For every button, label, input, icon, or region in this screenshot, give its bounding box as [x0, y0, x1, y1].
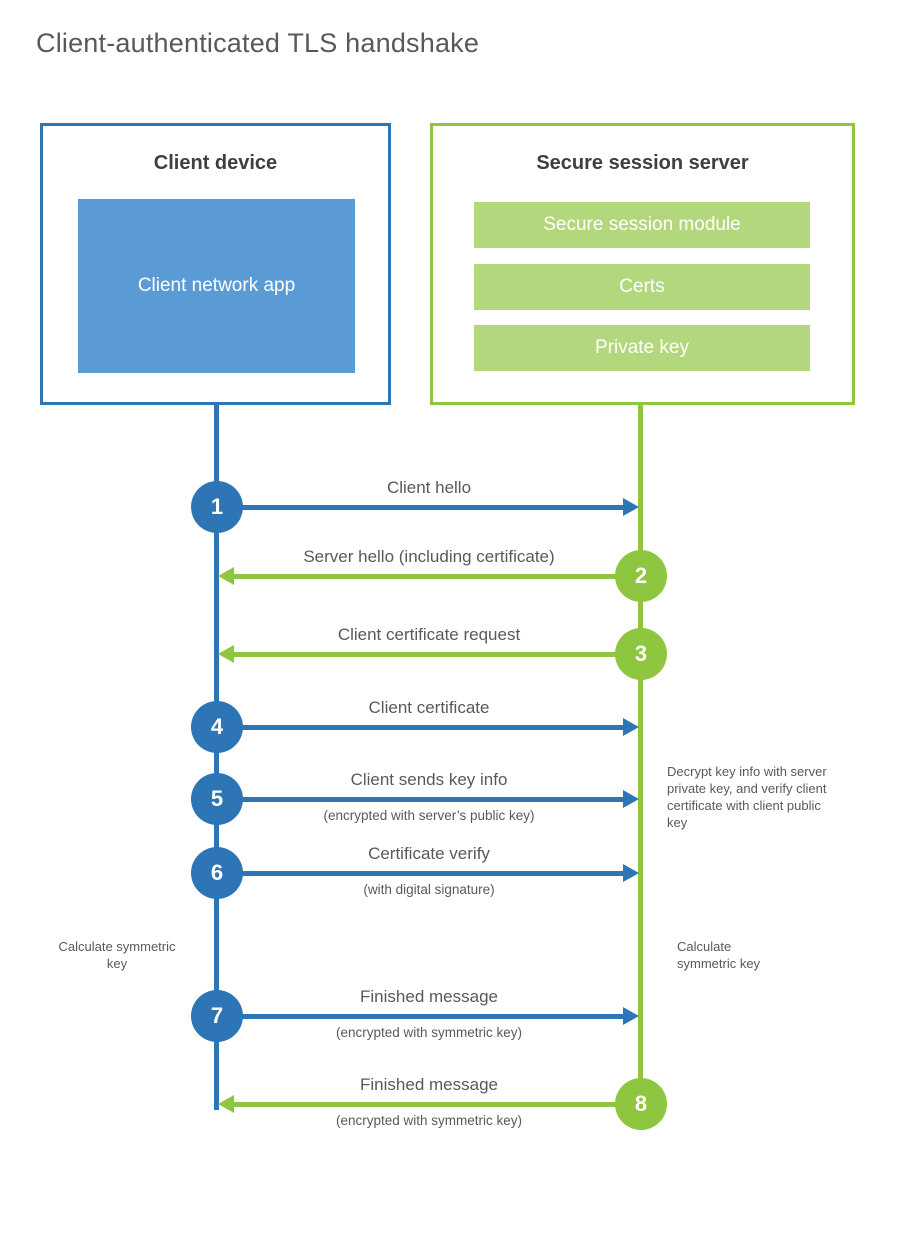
message-line: [217, 725, 627, 730]
client-calculate-key-note: Calculate symmetric key: [58, 939, 176, 971]
server-module-label: Private key: [595, 337, 689, 358]
message-sublabel: (with digital signature): [363, 882, 495, 897]
arrowhead-left-icon: [218, 1095, 234, 1113]
arrowhead-right-icon: [623, 790, 639, 808]
message-sublabel: (encrypted with symmetric key): [335, 1113, 523, 1128]
step-number-badge: 2: [615, 550, 667, 602]
arrowhead-right-icon: [623, 864, 639, 882]
message-label: Client hello: [386, 478, 472, 497]
server-lifeline: [638, 405, 643, 1130]
server-module-bar: Private key: [474, 325, 810, 371]
message-line: [234, 574, 641, 579]
step-number-badge: 5: [191, 773, 243, 825]
message-label: Client certificate: [368, 698, 490, 717]
client-lifeline: [214, 405, 219, 1110]
server-calculate-key-note: Calculate symmetric key: [677, 939, 761, 971]
message-label: Certificate verify: [368, 844, 490, 863]
message-sublabel: (encrypted with symmetric key): [335, 1025, 523, 1040]
message-label: Client certificate request: [337, 625, 521, 644]
secure-session-server-title: Secure session server: [536, 152, 749, 174]
arrowhead-right-icon: [623, 718, 639, 736]
message-line: [217, 505, 627, 510]
arrowhead-left-icon: [218, 645, 234, 663]
message-line: [217, 871, 627, 876]
page-title: Client-authenticated TLS handshake: [36, 28, 480, 58]
arrowhead-right-icon: [623, 1007, 639, 1025]
client-network-app-box: Client network app: [78, 199, 355, 373]
message-line: [217, 1014, 627, 1019]
client-device-title: Client device: [153, 152, 278, 174]
server-module-bar: Certs: [474, 264, 810, 310]
message-line: [234, 1102, 641, 1107]
client-network-app-label: Client network app: [137, 275, 296, 297]
message-line: [234, 652, 641, 657]
server-decrypt-note: Decrypt key info with server private key…: [667, 764, 827, 830]
message-label: Finished message: [360, 987, 498, 1006]
step-number-badge: 6: [191, 847, 243, 899]
step-number-badge: 3: [615, 628, 667, 680]
step-number-badge: 7: [191, 990, 243, 1042]
step-number-badge: 8: [615, 1078, 667, 1130]
server-module-label: Certs: [619, 276, 665, 297]
step-number-badge: 4: [191, 701, 243, 753]
server-module-bar: Secure session module: [474, 202, 810, 248]
message-line: [217, 797, 627, 802]
client-device-box: Client device Client network app: [40, 123, 391, 405]
message-sublabel: (encrypted with server’s public key): [323, 808, 535, 823]
message-label: Server hello (including certificate): [303, 547, 555, 566]
message-label: Finished message: [360, 1075, 498, 1094]
arrowhead-left-icon: [218, 567, 234, 585]
secure-session-server-box: Secure session server Secure session mod…: [430, 123, 855, 405]
step-number-badge: 1: [191, 481, 243, 533]
arrowhead-right-icon: [623, 498, 639, 516]
server-module-label: Secure session module: [543, 214, 741, 235]
message-label: Client sends key info: [350, 770, 508, 789]
